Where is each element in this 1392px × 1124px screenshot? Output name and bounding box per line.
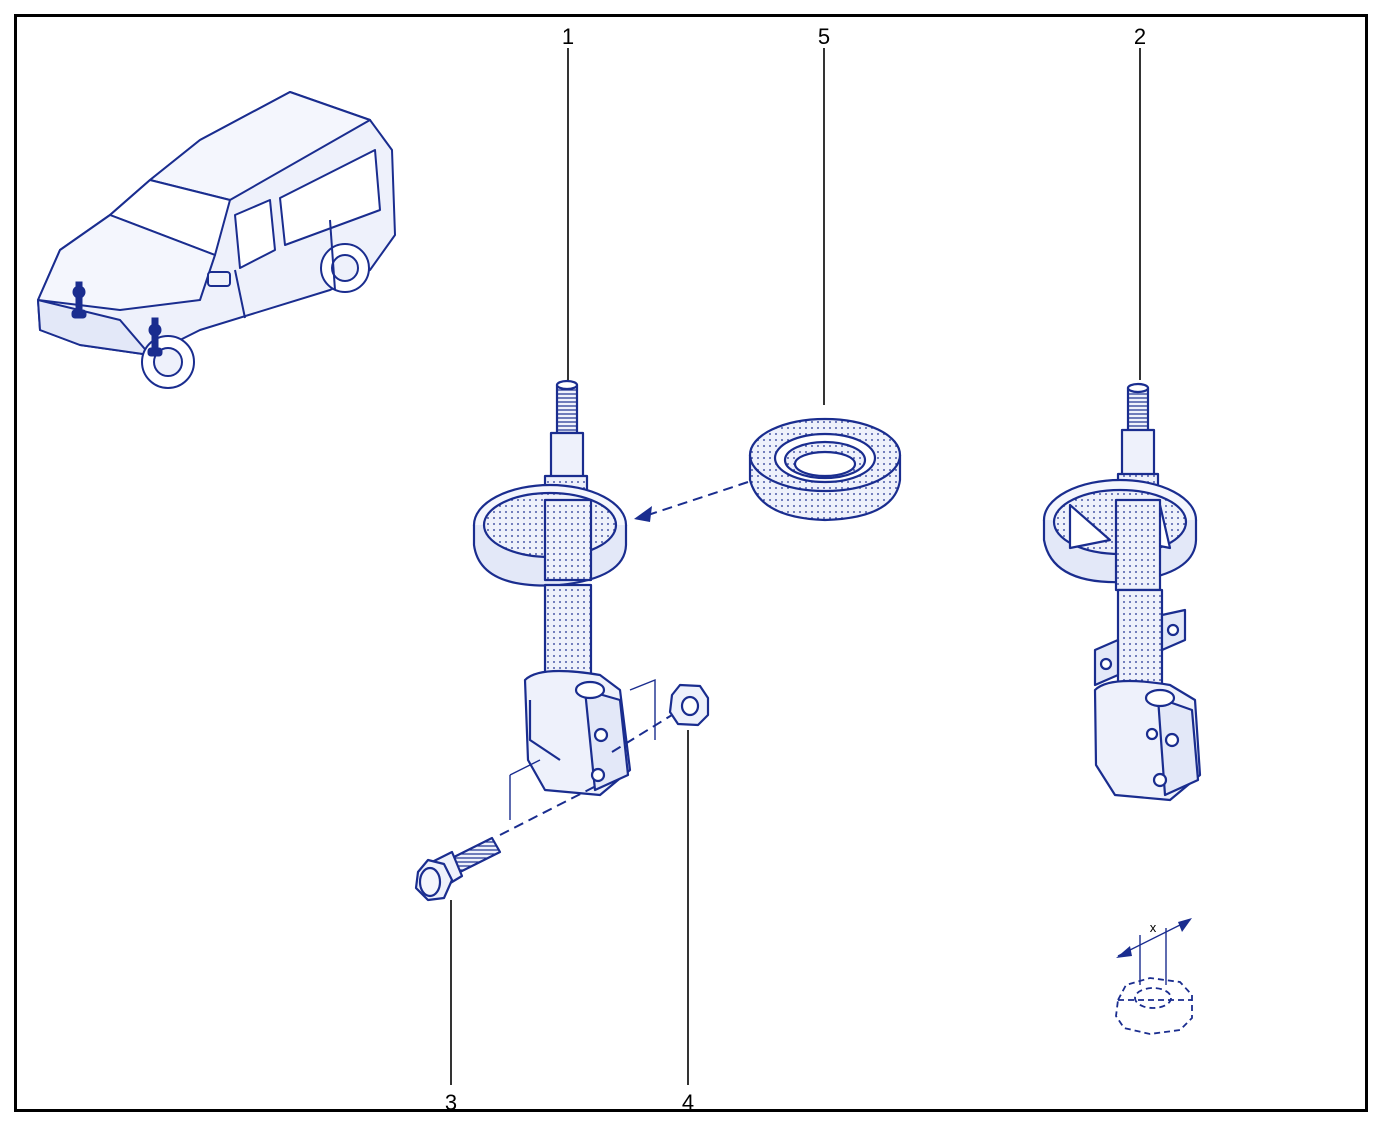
callout-4: 4 [682, 1090, 694, 1115]
nut-dashed-line [611, 714, 673, 753]
nut-dimension-detail: x [1115, 918, 1193, 1035]
dimension-label-x: x [1150, 920, 1157, 935]
callout-2: 2 [1134, 24, 1146, 49]
assembly-arrowhead [634, 506, 652, 522]
bolt-dashed-line [499, 784, 599, 836]
callout-3: 3 [445, 1090, 457, 1115]
nut-4 [668, 683, 710, 727]
shock-absorber-strut-1 [472, 379, 632, 797]
shock-position-marker-right [147, 317, 163, 357]
callout-1: 1 [562, 24, 574, 49]
dashed-arrow-line [647, 481, 749, 516]
spring-seat-cup-5 [748, 417, 902, 522]
bolt-3 [414, 836, 502, 902]
assembly-guide-lines [509, 678, 656, 820]
shock-absorber-strut-2 [1042, 382, 1202, 802]
vehicle-illustration [37, 91, 396, 389]
shock-position-marker-left [71, 281, 87, 319]
callout-5: 5 [818, 24, 830, 49]
